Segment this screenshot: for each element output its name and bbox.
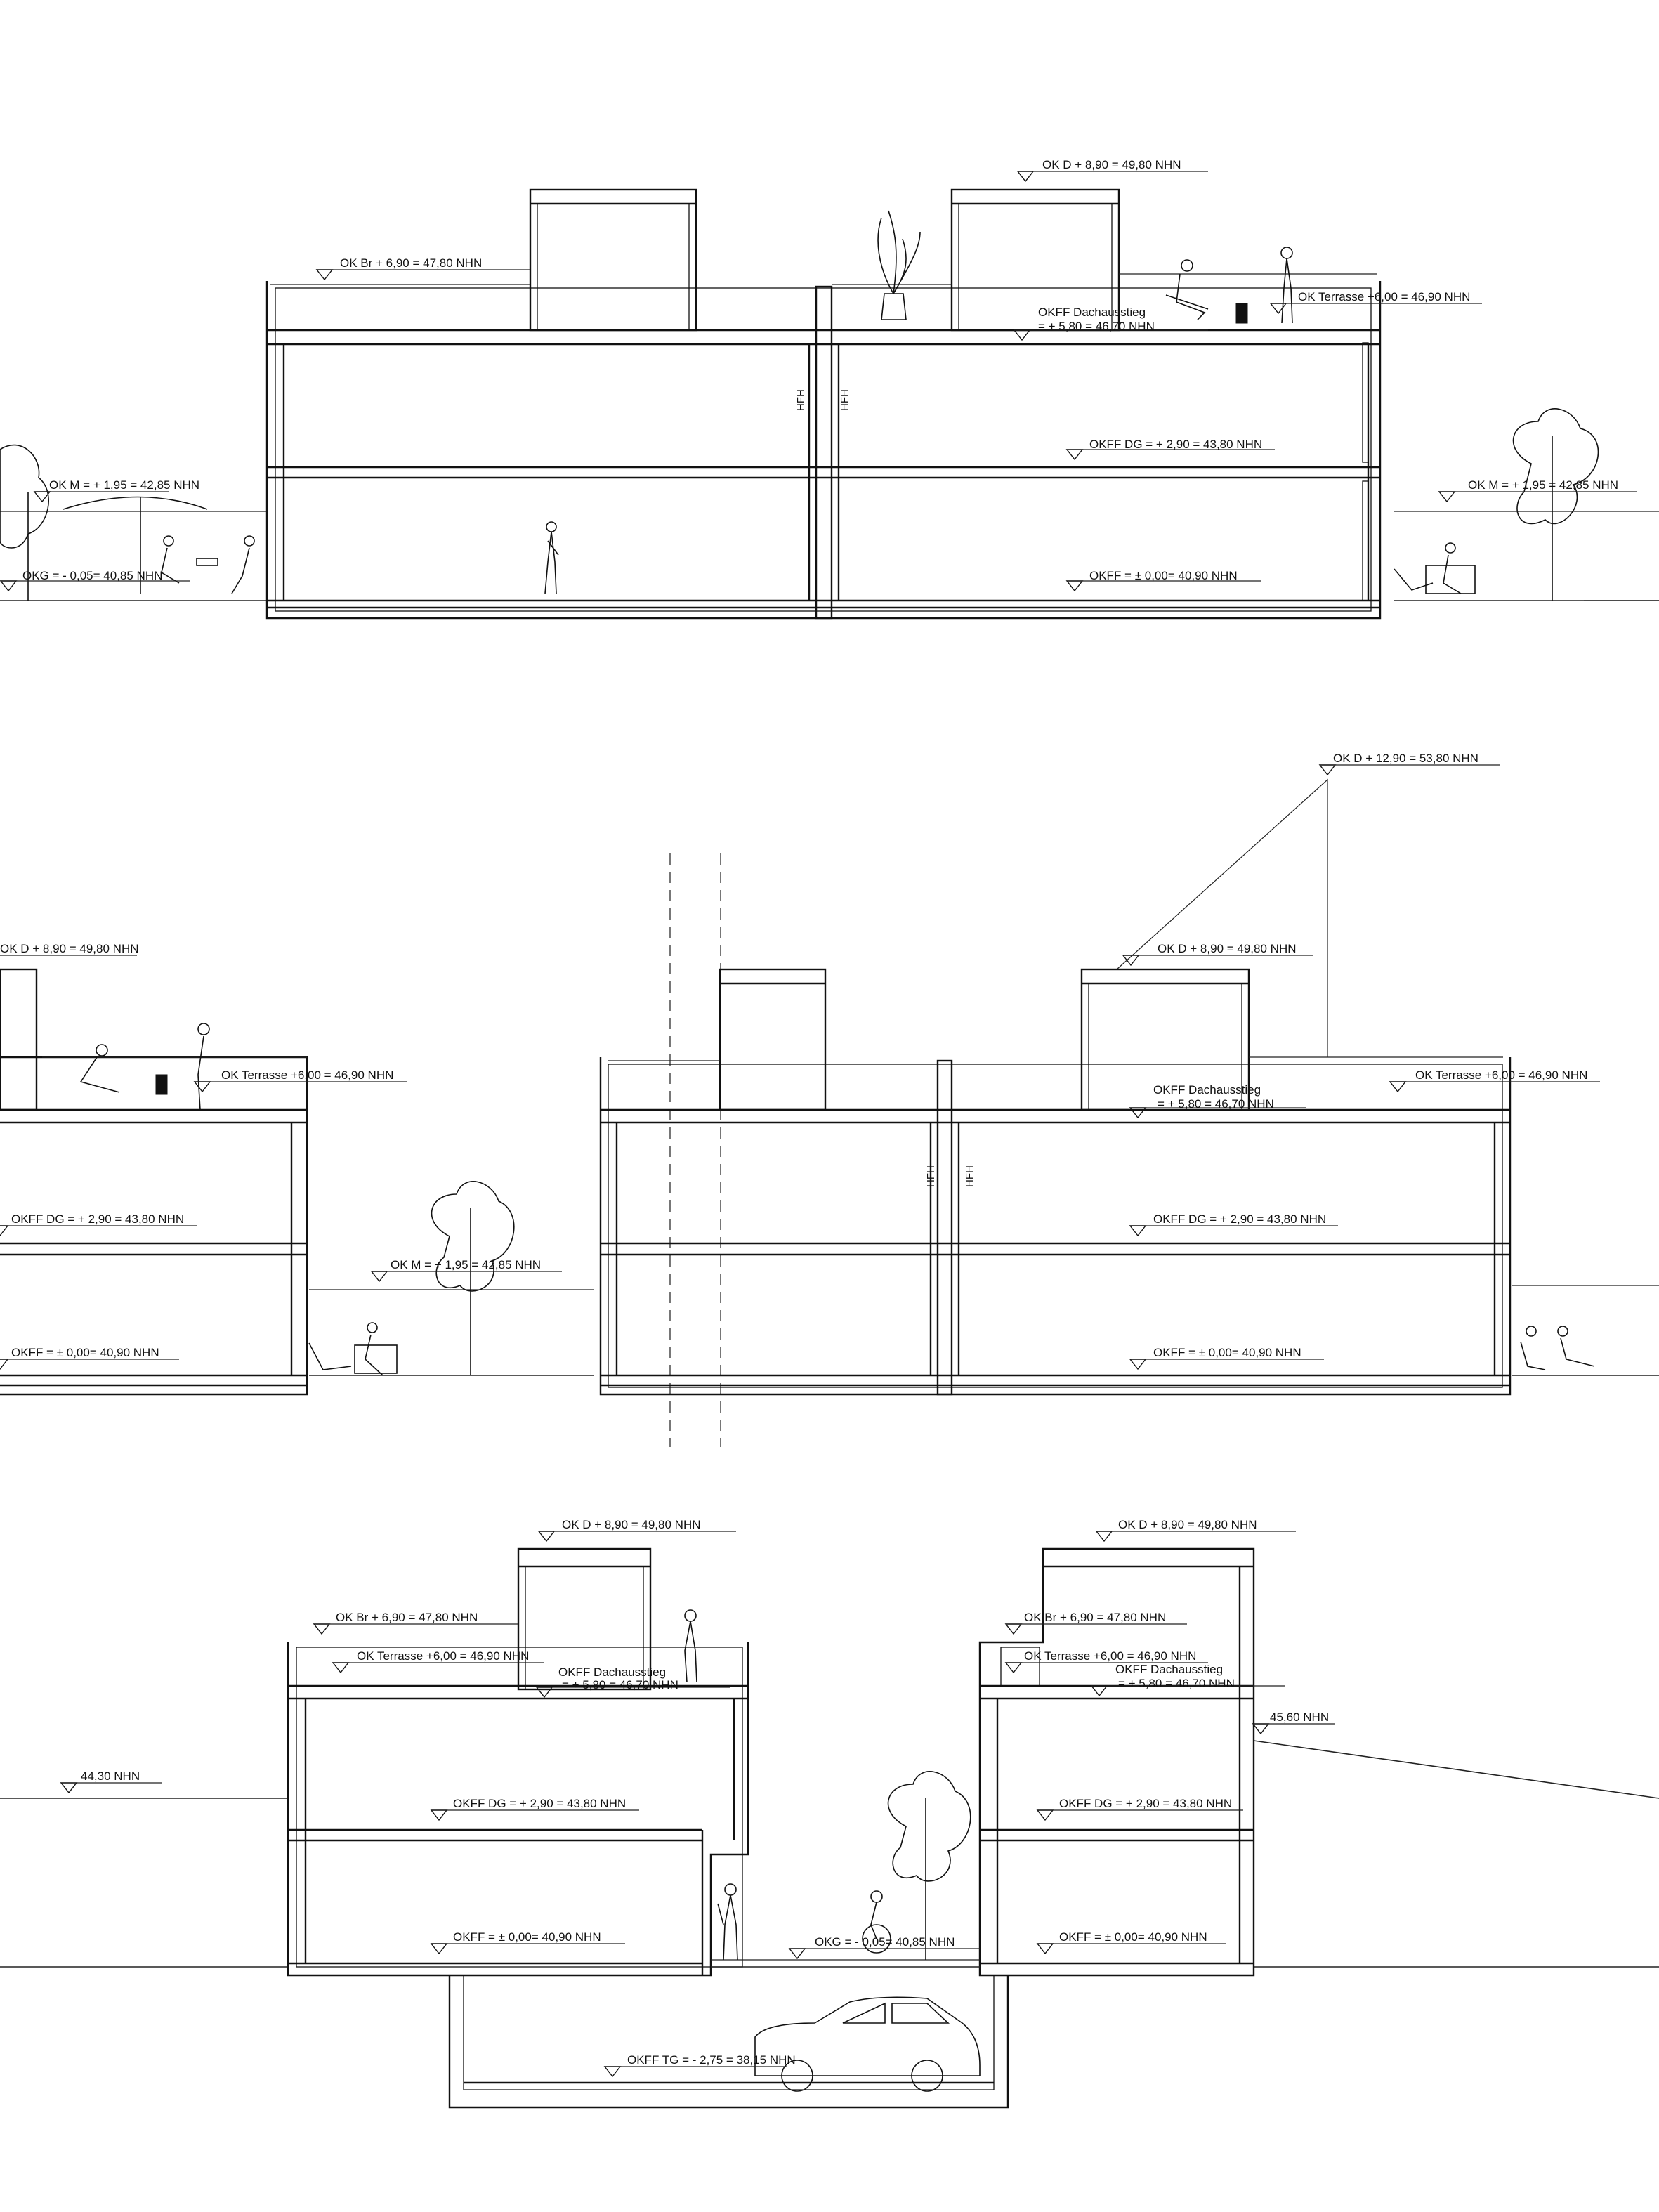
lounge-group-icon [1394, 542, 1476, 594]
section-a: HFH HFH [0, 158, 1659, 620]
svg-text:OK Br + 6,90 = 47,80 NHN: OK Br + 6,90 = 47,80 NHN [340, 256, 482, 270]
svg-text:OK D + 8,90 = 49,80 NHN: OK D + 8,90 = 49,80 NHN [1158, 942, 1297, 955]
level-marker: OKFF = ± 0,00= 40,90 NHN [431, 1930, 625, 1954]
level-marker: 44,30 NHN [60, 1769, 162, 1793]
level-marker: OK Terrasse +6,00 = 46,90 NHN [1270, 290, 1482, 314]
svg-text:OK D + 8,90 = 49,80 NHN: OK D + 8,90 = 49,80 NHN [1042, 158, 1181, 171]
svg-text:= + 5,80 = 46,70 NHN: = + 5,80 = 46,70 NHN [562, 1678, 678, 1691]
level-marker: OK D + 8,90 = 49,80 NHN [0, 942, 139, 956]
svg-text:OK Terrasse +6,00 = 46,90 NHN: OK Terrasse +6,00 = 46,90 NHN [1415, 1068, 1587, 1082]
svg-text:OK Br + 6,90 = 47,80 NHN: OK Br + 6,90 = 47,80 NHN [336, 1611, 478, 1624]
svg-text:OKFF Dachausstieg: OKFF Dachausstieg [1115, 1663, 1223, 1676]
level-marker: OK Br + 6,90 = 47,80 NHN [313, 1611, 518, 1635]
svg-text:44,30 NHN: 44,30 NHN [81, 1769, 140, 1783]
svg-text:OKFF DG = + 2,90 = 43,80 NHN: OKFF DG = + 2,90 = 43,80 NHN [1089, 438, 1262, 451]
svg-text:OK D + 8,90 = 49,80 NHN: OK D + 8,90 = 49,80 NHN [1118, 1518, 1257, 1531]
level-marker: OK D + 12,90 = 53,80 NHN [1319, 752, 1500, 775]
svg-text:OKFF Dachausstieg: OKFF Dachausstieg [1153, 1083, 1261, 1097]
svg-text:OKFF TG = - 2,75 = 38,15 NHN: OKFF TG = - 2,75 = 38,15 NHN [627, 2053, 796, 2067]
people-terrace-icon [79, 1023, 210, 1111]
svg-text:OKFF Dachausstieg: OKFF Dachausstieg [1038, 306, 1146, 319]
svg-text:OK M = + 1,95 = 42,85 NHN: OK M = + 1,95 = 42,85 NHN [1468, 478, 1618, 492]
level-marker: OK M = + 1,95 = 42,85 NHN [34, 478, 199, 502]
svg-text:OKG = - 0,05= 40,85 NHN: OKG = - 0,05= 40,85 NHN [22, 569, 162, 582]
level-marker: OKG = - 0,05= 40,85 NHN [789, 1935, 980, 1959]
plant-icon [877, 210, 921, 320]
svg-text:OK D + 12,90 = 53,80 NHN: OK D + 12,90 = 53,80 NHN [1333, 752, 1478, 765]
level-marker: OKFF TG = - 2,75 = 38,15 NHN [604, 2053, 796, 2077]
cyclist-icon [862, 1890, 891, 1954]
level-marker: OK D + 8,90 = 49,80 NHN [1122, 942, 1313, 966]
level-marker: OKFF Dachausstieg= + 5,80 = 46,70 NHN [1129, 1083, 1306, 1118]
level-marker: OK M = + 1,95 = 42,85 NHN [371, 1258, 562, 1282]
svg-text:OKFF = ± 0,00= 40,90 NHN: OKFF = ± 0,00= 40,90 NHN [1059, 1930, 1207, 1944]
svg-text:OK Terrasse +6,00 = 46,90 NHN: OK Terrasse +6,00 = 46,90 NHN [1024, 1649, 1196, 1663]
svg-text:= + 5,80 = 46,70 NHN: = + 5,80 = 46,70 NHN [1038, 320, 1155, 333]
svg-text:OKFF = ± 0,00= 40,90 NHN: OKFF = ± 0,00= 40,90 NHN [453, 1930, 601, 1944]
svg-text:OKFF = ± 0,00= 40,90 NHN: OKFF = ± 0,00= 40,90 NHN [1153, 1346, 1301, 1359]
level-marker: OKFF DG = + 2,90 = 43,80 NHN [0, 1212, 197, 1236]
car-icon [754, 1996, 981, 2092]
level-marker: 45,60 NHN [1252, 1710, 1335, 1734]
hfh-label: HFH [925, 1165, 937, 1187]
svg-text:OKFF Dachausstieg: OKFF Dachausstieg [558, 1665, 666, 1679]
level-marker: OKG = - 0,05= 40,85 NHN [0, 569, 190, 591]
svg-text:= + 5,80 = 46,70 NHN: = + 5,80 = 46,70 NHN [1118, 1677, 1235, 1690]
level-marker: OKFF DG = + 2,90 = 43,80 NHN [1037, 1797, 1243, 1821]
level-marker: OK Terrasse +6,00 = 46,90 NHN [1389, 1068, 1600, 1092]
level-marker: OKFF DG = + 2,90 = 43,80 NHN [1066, 438, 1275, 460]
level-marker: OKFF = ± 0,00= 40,90 NHN [1037, 1930, 1226, 1954]
svg-text:OK Terrasse +6,00 = 46,90 NHN: OK Terrasse +6,00 = 46,90 NHN [357, 1649, 529, 1663]
svg-text:OK M = + 1,95 = 42,85 NHN: OK M = + 1,95 = 42,85 NHN [391, 1258, 541, 1271]
tree-icon [431, 1181, 515, 1375]
level-marker: OK D + 8,90 = 49,80 NHN [1017, 158, 1208, 182]
svg-text:OKFF DG = + 2,90 = 43,80 NHN: OKFF DG = + 2,90 = 43,80 NHN [11, 1212, 184, 1226]
section-b: HFH HFH OK D + 12,90 = 53,80 NHN OK D + … [0, 752, 1659, 1447]
level-marker: OK Br + 6,90 = 47,80 NHN [316, 256, 530, 280]
svg-text:OK Terrasse +6,00 = 46,90 NHN: OK Terrasse +6,00 = 46,90 NHN [1298, 290, 1470, 303]
svg-text:OKFF DG = + 2,90 = 43,80 NHN: OKFF DG = + 2,90 = 43,80 NHN [1059, 1797, 1232, 1810]
people-terrace-icon [1165, 247, 1293, 324]
hfh-label: HFH [795, 389, 807, 411]
cafe-group-icon [63, 496, 255, 594]
svg-text:OK D + 8,90 = 49,80 NHN: OK D + 8,90 = 49,80 NHN [0, 942, 139, 955]
level-marker: OKFF DG = + 2,90 = 43,80 NHN [1129, 1212, 1338, 1236]
svg-text:OKFF DG = + 2,90 = 43,80 NHN: OKFF DG = + 2,90 = 43,80 NHN [1153, 1212, 1326, 1226]
svg-text:OKFF = ± 0,00= 40,90 NHN: OKFF = ± 0,00= 40,90 NHN [1089, 569, 1238, 582]
level-marker: OKFF DG = + 2,90 = 43,80 NHN [431, 1797, 639, 1821]
person-standing-icon [544, 521, 559, 594]
svg-text:OK M = + 1,95 = 42,85 NHN: OK M = + 1,95 = 42,85 NHN [49, 478, 199, 492]
level-marker: OK Terrasse +6,00 = 46,90 NHN [1005, 1649, 1208, 1673]
svg-text:OKFF DG = + 2,90 = 43,80 NHN: OKFF DG = + 2,90 = 43,80 NHN [453, 1797, 626, 1810]
section-c: OK D + 8,90 = 49,80 NHN OK D + 8,90 = 49… [0, 1518, 1659, 2109]
person-standing-icon [684, 1609, 738, 1961]
level-marker: OK Terrasse +6,00 = 46,90 NHN [194, 1068, 407, 1092]
level-marker: OK M = + 1,95 = 42,85 NHN [1438, 478, 1637, 502]
tree-icon [1512, 408, 1599, 601]
tree-icon [887, 1771, 971, 1960]
level-marker: OKFF Dachausstieg= + 5,80 = 46,70 NHN [536, 1665, 730, 1698]
svg-text:= + 5,80 = 46,70 NHN: = + 5,80 = 46,70 NHN [1158, 1097, 1274, 1111]
level-marker: OK D + 8,90 = 49,80 NHN [538, 1518, 736, 1542]
level-marker: OK Br + 6,90 = 47,80 NHN [1005, 1611, 1187, 1635]
svg-text:OK D + 8,90 = 49,80 NHN: OK D + 8,90 = 49,80 NHN [562, 1518, 701, 1531]
level-marker: OKFF = ± 0,00= 40,90 NHN [1066, 569, 1261, 591]
hfh-label: HFH [839, 389, 851, 411]
level-marker: OKFF Dachausstieg= + 5,80 = 46,70 NHN [1014, 306, 1208, 341]
level-marker: OKFF = ± 0,00= 40,90 NHN [0, 1346, 179, 1370]
svg-text:OKFF = ± 0,00= 40,90 NHN: OKFF = ± 0,00= 40,90 NHN [11, 1346, 159, 1359]
level-marker: OK Terrasse +6,00 = 46,90 NHN [332, 1649, 544, 1673]
svg-text:OK Terrasse +6,00 = 46,90 NHN: OK Terrasse +6,00 = 46,90 NHN [221, 1068, 393, 1082]
svg-text:45,60 NHN: 45,60 NHN [1270, 1710, 1329, 1724]
svg-text:OKG = - 0,05= 40,85 NHN: OKG = - 0,05= 40,85 NHN [815, 1935, 955, 1949]
hfh-label: HFH [964, 1165, 976, 1187]
tree-icon [0, 444, 49, 601]
svg-text:OK Br + 6,90 = 47,80 NHN: OK Br + 6,90 = 47,80 NHN [1024, 1611, 1166, 1624]
level-marker: OKFF = ± 0,00= 40,90 NHN [1129, 1346, 1324, 1370]
level-marker: OK D + 8,90 = 49,80 NHN [1096, 1518, 1296, 1542]
lounge-group-icon [308, 1322, 1595, 1376]
level-marker: OKFF Dachausstieg= + 5,80 = 46,70 NHN [1091, 1663, 1285, 1696]
